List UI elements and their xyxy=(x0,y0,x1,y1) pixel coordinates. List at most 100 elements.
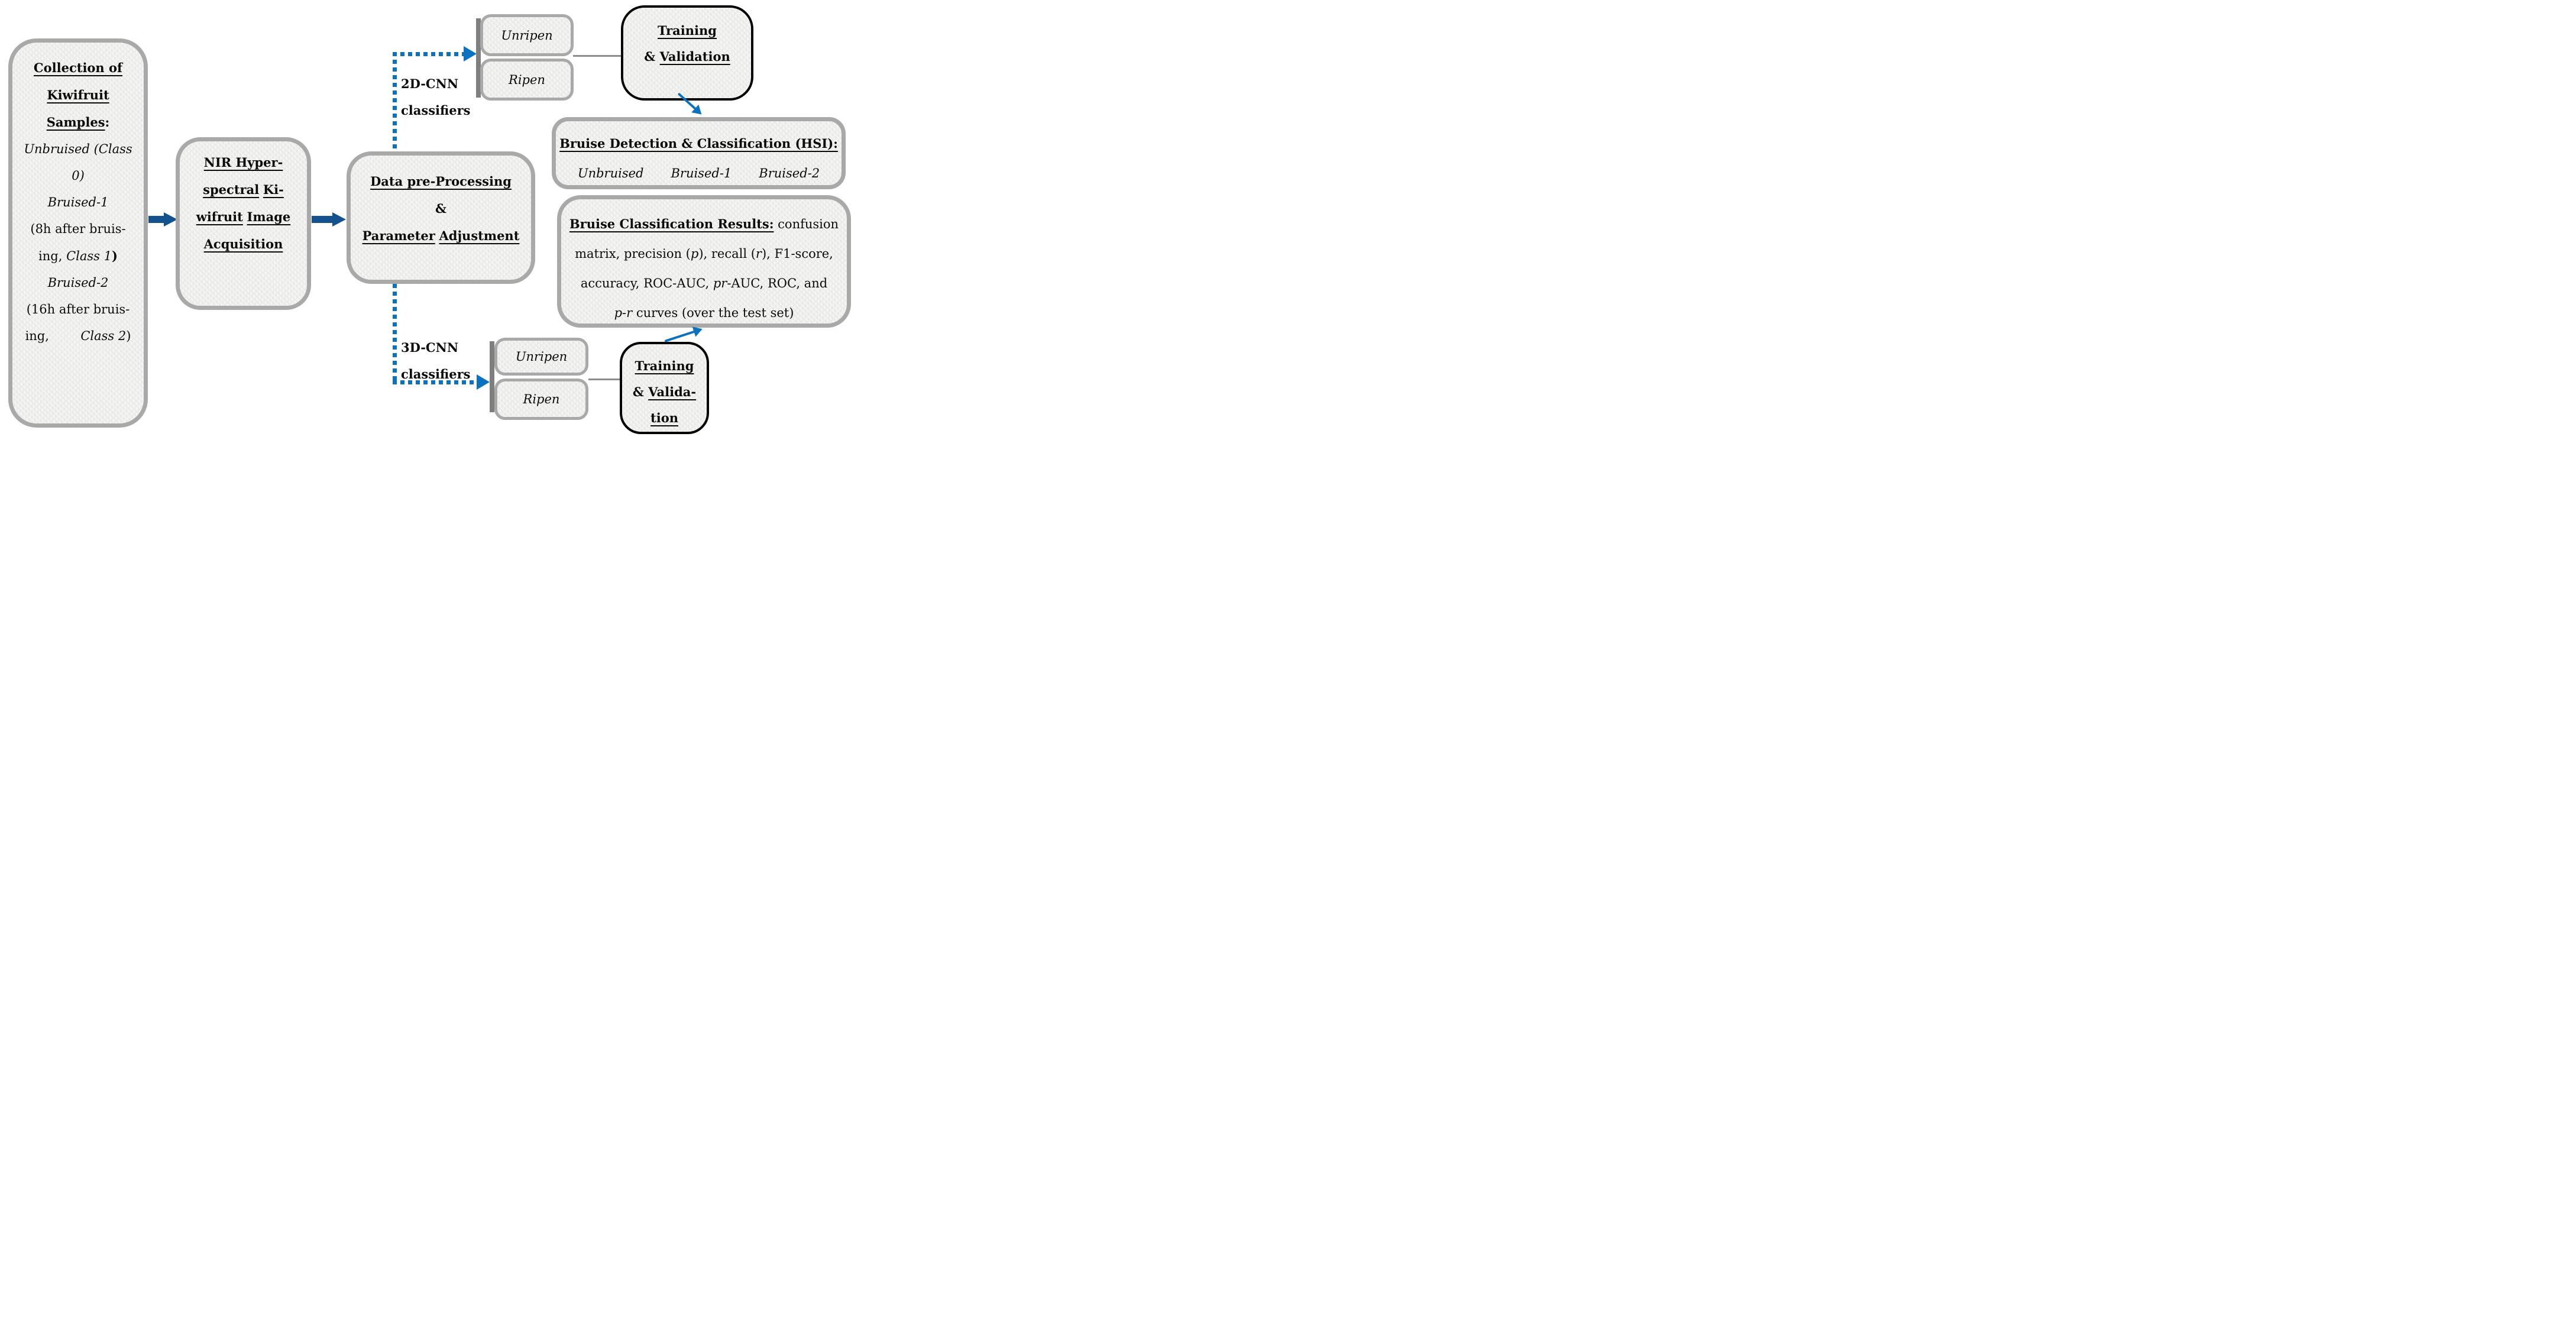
text-segment: & xyxy=(644,49,660,64)
text-line: matrix, precision (p), recall (r), F1-sc… xyxy=(561,239,847,269)
ripen-box-bottom: Ripen xyxy=(494,379,588,420)
text-segment: Bruise Classification Results: xyxy=(569,216,774,231)
text-segment: ), recall ( xyxy=(698,247,756,261)
text-line: ing, Class 2) xyxy=(12,323,144,350)
text-segment: wifruit xyxy=(196,209,243,224)
text-segment: ) xyxy=(126,329,131,343)
unripen-bottom-label: Unripen xyxy=(515,350,568,364)
text-segment: Data pre-Processing xyxy=(370,174,512,189)
arrow-nir-to-preprocessing xyxy=(312,216,333,223)
unripen-box-bottom: Unripen xyxy=(494,338,588,376)
text-line: (8h after bruis- xyxy=(12,216,144,242)
label-2d-cnn: 2D-CNN classifiers xyxy=(401,70,471,124)
text-line: tion xyxy=(622,405,707,431)
text-segment: (16h after bruis- xyxy=(26,302,130,316)
label-3d-cnn-line2: classifiers xyxy=(401,367,471,381)
text-line: spectral Ki- xyxy=(180,176,307,203)
connector-ripeness-to-training-bottom xyxy=(588,379,620,380)
text-segment: tion xyxy=(651,410,678,425)
text-segment: Training xyxy=(635,358,694,373)
label-2d-cnn-line1: 2D-CNN xyxy=(401,76,459,91)
ripen-bottom-label: Ripen xyxy=(523,392,560,406)
class-bruised-2: Bruised-2 xyxy=(759,166,820,180)
text-segment: Collection of xyxy=(33,60,123,75)
text-line: p-r curves (over the test set) xyxy=(561,298,847,328)
dotted-connector-2d-vertical xyxy=(393,52,397,151)
text-segment: p xyxy=(690,247,699,261)
text-segment: Acquisition xyxy=(203,237,283,251)
text-segment: matrix, precision ( xyxy=(575,247,691,261)
text-segment: accuracy, ROC-AUC, xyxy=(580,276,713,290)
text-segment: ) xyxy=(112,248,118,263)
text-line: Samples: xyxy=(12,109,144,136)
text-segment: : xyxy=(105,115,110,130)
text-segment: curves (over the test set) xyxy=(632,306,794,320)
text-segment: spectral xyxy=(203,182,260,197)
text-line: Unbruised (Class xyxy=(12,136,144,163)
text-line: Kiwifruit xyxy=(12,82,144,109)
text-segment: Bruised-2 xyxy=(47,276,109,290)
flowchart-canvas: Collection of Kiwifruit Samples: Unbruis… xyxy=(0,0,859,447)
text-segment: ), F1-score, xyxy=(761,247,833,261)
text-line: Bruised-2 xyxy=(12,270,144,296)
text-segment: & xyxy=(632,384,649,399)
text-segment: pr xyxy=(713,276,727,290)
text-line: & Validation xyxy=(623,44,751,70)
unripen-box-top: Unripen xyxy=(480,14,574,56)
training-validation-box-top: Training & Validation xyxy=(621,5,753,101)
detection-title: Bruise Detection & Classification (HSI): xyxy=(556,129,842,159)
text-segment: ing, xyxy=(25,329,81,343)
text-segment: Valida- xyxy=(648,384,697,399)
text-line: Data pre-Processing xyxy=(351,168,531,195)
text-segment xyxy=(243,210,247,224)
text-line: Training xyxy=(622,353,707,379)
bracket-bottom xyxy=(490,341,494,412)
text-segment: Adjustment xyxy=(439,228,520,243)
dotted-connector-2d-horizontal xyxy=(393,52,464,56)
training-validation-box-bottom: Training & Valida- tion xyxy=(620,342,709,434)
text-segment: Class 2 xyxy=(80,329,127,343)
text-line: & xyxy=(351,195,531,222)
text-segment: Validation xyxy=(659,49,730,64)
text-segment: Ki- xyxy=(263,182,284,197)
label-3d-cnn-line1: 3D-CNN xyxy=(401,340,459,355)
text-segment: Bruised-1 xyxy=(47,195,109,209)
text-line: Training xyxy=(623,18,751,44)
dotted-connector-3d-horizontal xyxy=(393,380,477,384)
bracket-top xyxy=(476,18,481,98)
dotted-connector-3d-vertical xyxy=(393,284,397,384)
label-2d-cnn-line2: classifiers xyxy=(401,103,471,118)
ripen-top-label: Ripen xyxy=(509,72,545,87)
text-line: accuracy, ROC-AUC, pr-AUC, ROC, and xyxy=(561,269,847,298)
connector-ripeness-to-training-top xyxy=(573,55,621,57)
text-line: ing, Class 1) xyxy=(12,242,144,270)
label-3d-cnn: 3D-CNN classifiers xyxy=(401,334,471,387)
text-segment: 0) xyxy=(72,169,85,183)
text-segment: r xyxy=(755,247,762,261)
text-line: 0) xyxy=(12,163,144,189)
text-line: Bruise Classification Results: confusion xyxy=(561,209,847,239)
text-line: wifruit Image xyxy=(180,203,307,231)
unripen-top-label: Unripen xyxy=(501,28,553,43)
text-line: Acquisition xyxy=(180,231,307,258)
arrow-collection-to-nir xyxy=(148,216,164,223)
text-line: (16h after bruis- xyxy=(12,296,144,323)
text-segment: (8h after bruis- xyxy=(30,222,126,236)
text-line: Collection of xyxy=(12,54,144,82)
collection-samples-box: Collection of Kiwifruit Samples: Unbruis… xyxy=(8,38,148,428)
bruise-results-box: Bruise Classification Results: confusion… xyxy=(557,195,851,328)
dotted-arrow-2d-head xyxy=(464,46,477,62)
text-segment: confusion xyxy=(774,217,839,231)
text-line: & Valida- xyxy=(622,379,707,405)
preprocessing-box: Data pre-Processing & Parameter Adjustme… xyxy=(347,151,535,284)
class-bruised-1: Bruised-1 xyxy=(671,166,732,180)
text-segment: p-r xyxy=(614,306,633,320)
text-segment: NIR Hyper- xyxy=(203,155,283,170)
text-line: NIR Hyper- xyxy=(180,149,307,176)
detection-classes-row: Unbruised Bruised-1 Bruised-2 xyxy=(556,159,842,188)
ripen-box-top: Ripen xyxy=(480,59,574,101)
text-segment: Bruise Detection & Classification (HSI): xyxy=(559,136,838,151)
text-segment: ing, xyxy=(38,249,67,263)
text-segment: Class 1 xyxy=(66,249,112,263)
nir-acquisition-box: NIR Hyper- spectral Ki- wifruit Image Ac… xyxy=(176,137,311,310)
